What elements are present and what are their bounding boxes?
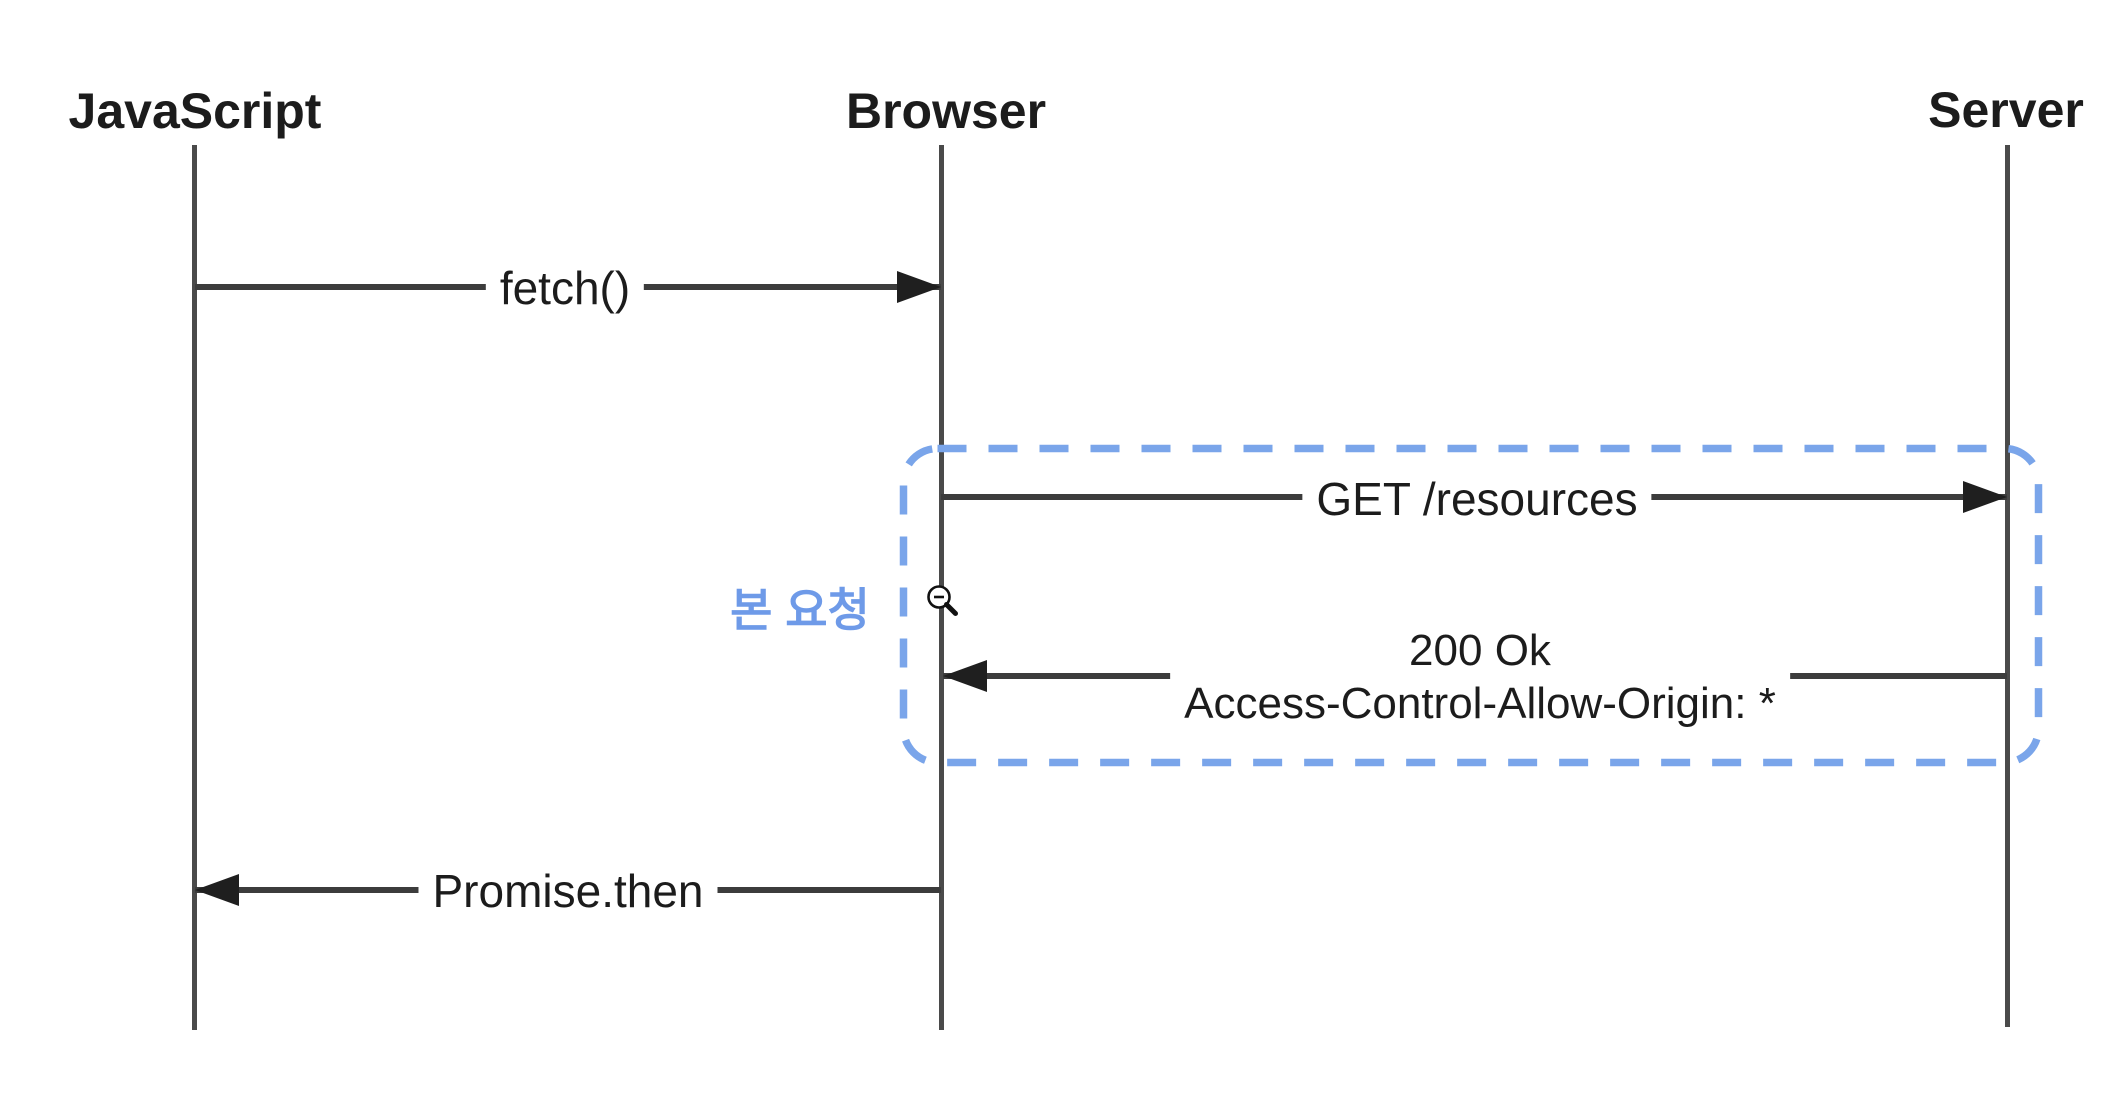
get-resources-arrowhead-icon xyxy=(1963,481,2007,513)
zoom-out-magnifier-icon xyxy=(927,585,958,616)
response-label: 200 Ok Access-Control-Allow-Origin: * xyxy=(1170,623,1790,733)
response-arrowhead-icon xyxy=(943,660,987,692)
actor-label-server: Server xyxy=(1928,82,2084,138)
fetch-label: fetch() xyxy=(485,259,645,317)
get-resources-label: GET /resources xyxy=(1302,470,1652,528)
promise-then-label: Promise.then xyxy=(418,862,718,920)
promise-then-arrowhead-icon xyxy=(195,874,239,906)
response-status-line: 200 Ok xyxy=(1409,626,1551,676)
response-header-line: Access-Control-Allow-Origin: * xyxy=(1184,679,1776,728)
actor-label-browser: Browser xyxy=(845,83,1047,139)
lifeline-server xyxy=(2005,145,2010,1027)
main-request-annotation: 본 요청 xyxy=(730,584,870,636)
lifeline-javascript xyxy=(192,145,197,1030)
actor-label-javascript: JavaScript xyxy=(68,83,322,139)
fetch-arrowhead-icon xyxy=(897,271,941,303)
